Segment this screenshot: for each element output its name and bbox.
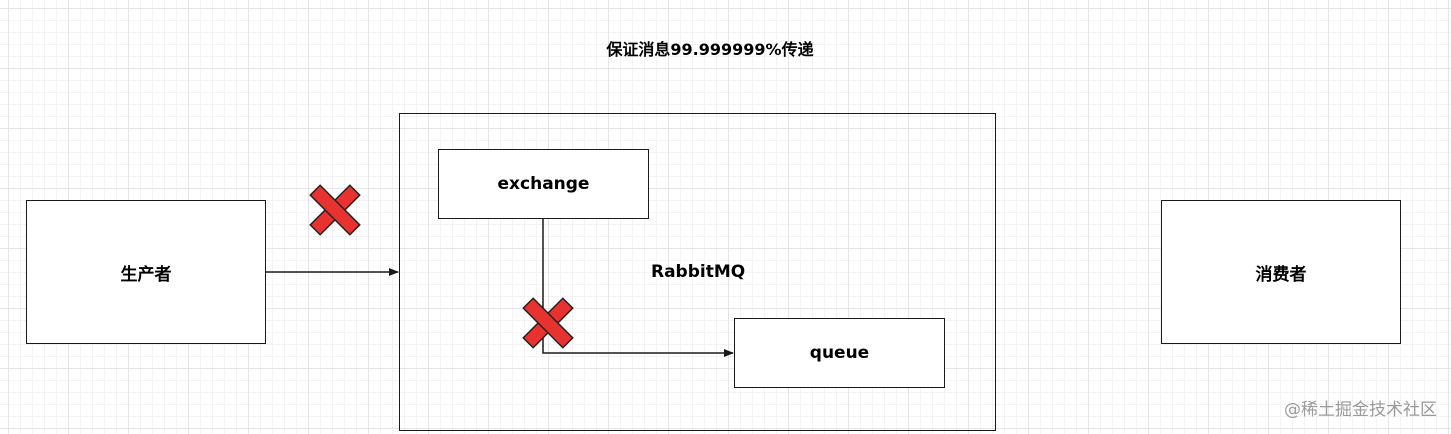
- exchange-label: exchange: [497, 174, 590, 194]
- consumer-box: 消费者: [1161, 200, 1401, 344]
- rabbitmq-label: RabbitMQ: [651, 262, 746, 282]
- queue-label: queue: [809, 343, 870, 363]
- producer-box: 生产者: [26, 200, 266, 344]
- exchange-to-queue-arrow: [542, 219, 734, 357]
- rabbitmq-container: [399, 113, 996, 431]
- failure-x-icon: [309, 184, 361, 236]
- queue-box: queue: [734, 318, 945, 388]
- diagram-title: 保证消息99.999999%传递: [606, 40, 814, 59]
- producer-label: 生产者: [120, 264, 172, 285]
- watermark: @稀土掘金技术社区: [1284, 400, 1437, 420]
- failure-x-icon: [522, 297, 574, 349]
- consumer-label: 消费者: [1255, 264, 1307, 285]
- exchange-box: exchange: [438, 149, 649, 219]
